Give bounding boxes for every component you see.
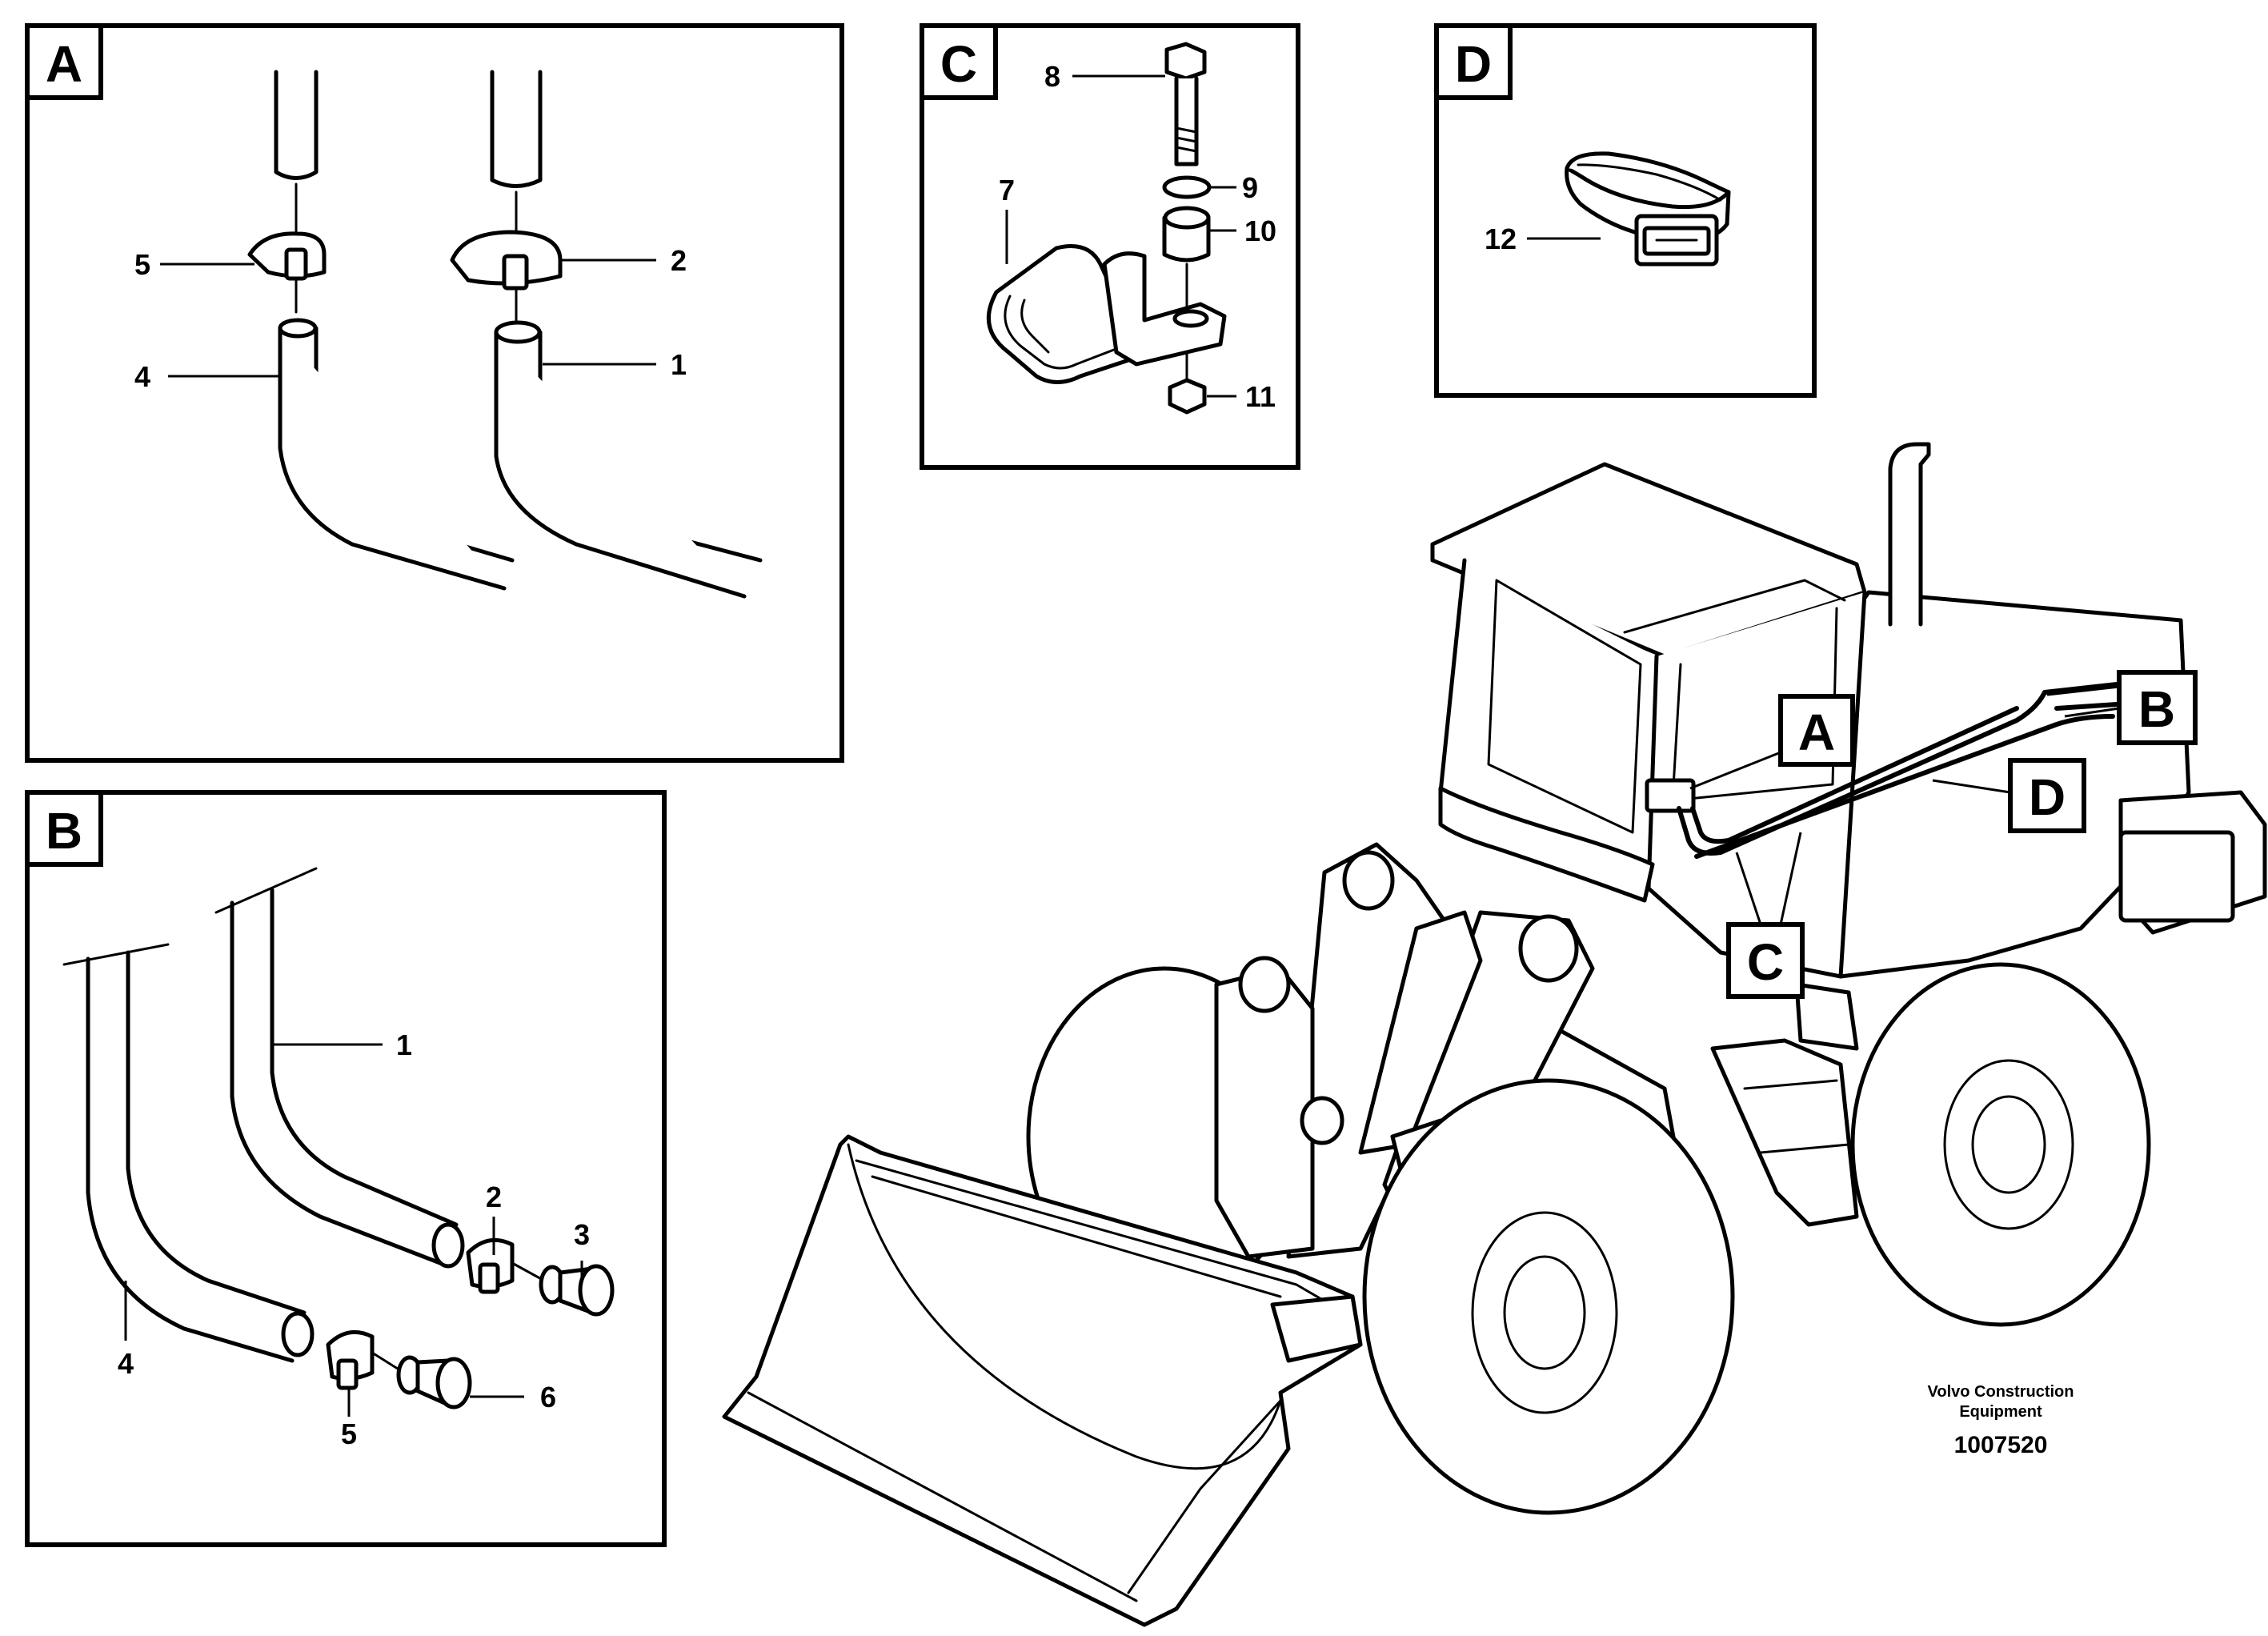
access-steps	[1710, 982, 1859, 1227]
panel-c-nut	[1168, 378, 1207, 415]
pipe-junction-block	[1645, 778, 1696, 813]
callout-a: A	[1778, 694, 1855, 767]
svg-text:D: D	[2029, 768, 2066, 826]
panel-b-hose-1	[214, 867, 465, 1269]
credit-line-2: Equipment	[1959, 1403, 2042, 1421]
credit-line-1: Volvo Construction	[1928, 1383, 2074, 1401]
panel-c: C 8 9	[920, 23, 1300, 470]
panel-c-clamp	[986, 244, 1227, 384]
panel-a-label-4: 4	[134, 360, 150, 393]
panel-c-label-11: 11	[1245, 380, 1276, 413]
panel-a-label-5: 5	[134, 248, 150, 281]
panel-b: B	[25, 790, 667, 1547]
panel-c-tag: C	[940, 35, 977, 93]
panel-b-clamp-5	[326, 1329, 375, 1390]
front-wheel	[1362, 1078, 1735, 1515]
cab-console	[1438, 786, 1655, 903]
panel-c-label-7: 7	[999, 174, 1015, 207]
panel-d-tag: D	[1455, 35, 1492, 93]
panel-c-bolt	[1164, 42, 1207, 166]
operator-cab	[1430, 462, 1867, 979]
panel-a-right-hose	[450, 70, 763, 599]
panel-d: D 12	[1434, 23, 1817, 398]
panel-b-label-5: 5	[341, 1417, 357, 1450]
credit-block: Volvo Construction Equipment 1007520	[1928, 1383, 2074, 1458]
panel-d-label-12: 12	[1485, 223, 1517, 255]
document-number: 1007520	[1954, 1432, 2048, 1458]
panel-b-hose-4	[62, 943, 315, 1363]
panel-b-label-2: 2	[486, 1181, 502, 1213]
rear-light	[2118, 830, 2235, 923]
panel-a-tag: A	[46, 35, 82, 93]
panel-b-tag: B	[46, 802, 82, 860]
panel-b-fitting-6	[371, 1351, 472, 1409]
panel-c-label-8: 8	[1044, 60, 1060, 93]
exhaust-stack	[1888, 442, 1931, 627]
panel-a: A 5 2 4 1	[25, 23, 844, 763]
panel-b-fitting-3	[511, 1261, 615, 1317]
panel-b-clamp-2	[466, 1237, 515, 1294]
svg-text:C: C	[1747, 933, 1784, 991]
panel-b-label-3: 3	[574, 1218, 590, 1251]
pipe-routes	[1645, 682, 2119, 859]
panel-d-strap-clamp	[1565, 151, 1731, 267]
loader-bucket	[722, 1134, 1363, 1627]
callout-d: D	[2008, 758, 2086, 833]
rear-wheel	[1850, 962, 2151, 1327]
panel-a-left-hose	[247, 70, 515, 591]
callout-c: C	[1726, 922, 1805, 999]
svg-text:B: B	[2138, 680, 2175, 738]
panel-b-label-6: 6	[540, 1381, 556, 1413]
panel-c-label-10: 10	[1244, 215, 1276, 247]
panel-a-label-1: 1	[671, 348, 687, 381]
panel-c-spacer	[1162, 206, 1211, 263]
callout-b: B	[2117, 670, 2198, 745]
panel-c-washer	[1162, 175, 1212, 199]
svg-text:A: A	[1798, 704, 1835, 761]
panel-b-label-4: 4	[118, 1347, 134, 1380]
wheel-loader-illustration: A B D C	[722, 442, 2267, 1627]
panel-c-label-9: 9	[1242, 171, 1258, 204]
panel-b-label-1: 1	[396, 1029, 412, 1061]
panel-a-label-2: 2	[671, 244, 687, 277]
